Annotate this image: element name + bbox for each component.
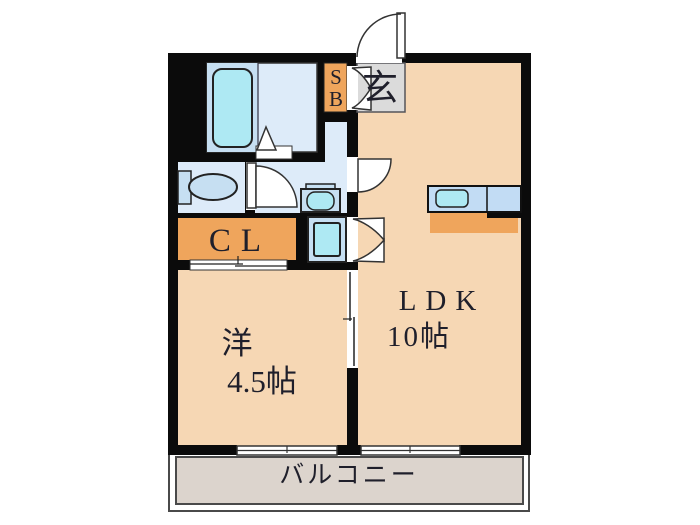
ldk-label: LDK [399, 285, 486, 317]
entrance-door [356, 12, 406, 63]
wall-center-seg4 [347, 262, 358, 270]
closet-label: CL [209, 223, 271, 259]
washroom-door-swing-arc [357, 158, 392, 193]
wall-bath-left-block [168, 53, 207, 162]
balcony-floor [175, 456, 524, 505]
sliding-door-gap [347, 270, 358, 368]
entrance-door-gap [356, 53, 402, 63]
shoebox-bifold-icon-bottom [351, 85, 372, 111]
wall-closet-washer-divider [296, 213, 308, 262]
kitchen-sink-icon [435, 189, 469, 208]
washroom-door [347, 157, 392, 193]
bath-door-icon [255, 125, 278, 151]
toilet-bowl-icon [188, 173, 238, 201]
windows [236, 445, 461, 456]
washing-machine-icon [313, 222, 341, 257]
bathroom-fixtures [212, 68, 293, 160]
closet-box [178, 218, 296, 260]
entrance-door-swing-arc [356, 13, 402, 58]
wall-center-seg2 [347, 110, 358, 157]
toilet-door-swing-arc [255, 165, 298, 208]
washer-bifold-icon-bottom [352, 237, 385, 263]
western-room-label: 洋 [222, 326, 253, 361]
wall-center-seg3 [347, 192, 358, 217]
washer-closet-door-gap [347, 217, 358, 262]
washing-machine [307, 216, 347, 263]
toilet-door-leaf [246, 162, 257, 209]
wall-under-shoebox [325, 112, 347, 122]
entrance-label: 玄 [362, 68, 398, 108]
balcony [168, 451, 530, 512]
wall-bath-right-block [317, 53, 325, 150]
shoebox-label-b: B [329, 87, 343, 111]
washroom-door-gap [347, 157, 358, 192]
ldk-size-label: 10帖 [387, 320, 451, 353]
shoebox-door-gap [347, 66, 358, 110]
toilet-door [246, 162, 298, 210]
washbasin [300, 183, 341, 213]
entrance-door-leaf [396, 12, 406, 59]
balcony-label: バルコニー [279, 462, 419, 489]
wall-center-seg1 [347, 53, 358, 66]
toilet [177, 170, 238, 205]
shoebox-label-s: S [330, 65, 342, 89]
wall-left [168, 53, 178, 455]
shoebox-doors [347, 66, 372, 111]
kitchen-counter-wall [487, 212, 521, 218]
wall-right [521, 53, 531, 455]
wall-top-left [168, 53, 358, 63]
washroom-nook-floor [325, 122, 347, 162]
closet-sliding-door [189, 256, 288, 271]
wall-top-right [402, 53, 531, 63]
wall-center-seg5 [347, 368, 358, 455]
wall-bottom-1 [168, 445, 237, 455]
bathtub-icon [212, 68, 253, 148]
room-sliding-door [343, 270, 358, 368]
kitchen [427, 185, 522, 233]
wall-bottom-3 [459, 445, 531, 455]
wall-washroom-bottom [168, 213, 347, 222]
labels: S B 玄 CL LDK 10帖 洋 4.5帖 バルコニー [209, 65, 486, 489]
washbasin-bowl-icon [306, 191, 335, 211]
western-room-size-label: 4.5帖 [227, 364, 297, 399]
western-room-floor [174, 265, 350, 450]
washer-closet-doors [347, 217, 385, 263]
